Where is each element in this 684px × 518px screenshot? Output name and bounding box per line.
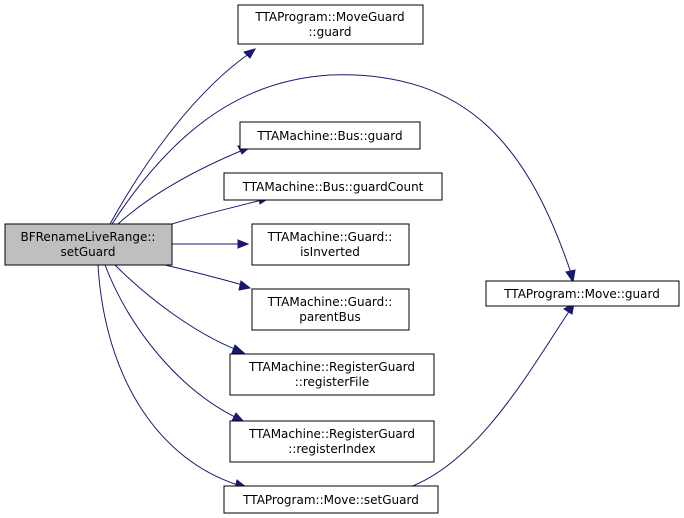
edge-to-guard-parentbus	[164, 264, 252, 291]
node-movegaurd-guard[interactable]: TTAProgram::MoveGuard ::guard	[237, 4, 424, 45]
node-label-line1: TTAMachine::Guard::	[267, 295, 393, 309]
node-label: TTAProgram::Move::guard	[503, 287, 660, 301]
edge-to-move-guard	[111, 74, 576, 284]
node-label-line2: ::registerIndex	[288, 442, 375, 456]
node-label-line1: TTAProgram::MoveGuard	[254, 10, 404, 24]
node-label-line1: BFRenameLiveRange::	[21, 230, 156, 244]
node-bus-guardcount[interactable]: TTAMachine::Bus::guardCount	[223, 172, 443, 201]
node-label-line1: TTAMachine::RegisterGuard	[248, 360, 415, 374]
node-rg-registerfile[interactable]: TTAMachine::RegisterGuard ::registerFile	[229, 353, 435, 396]
node-label-line2: ::registerFile	[295, 375, 369, 389]
node-root-setguard[interactable]: BFRenameLiveRange:: setGuard	[4, 223, 173, 266]
node-rg-registerindex[interactable]: TTAMachine::RegisterGuard ::registerInde…	[229, 420, 435, 463]
node-label-line2: parentBus	[299, 310, 360, 324]
node-move-setguard[interactable]: TTAProgram::Move::setGuard	[223, 485, 439, 514]
node-label-line1: TTAMachine::RegisterGuard	[248, 427, 415, 441]
edge-setguard-to-move-guard	[409, 302, 575, 488]
node-label-line2: isInverted	[300, 245, 360, 259]
node-label-line1: TTAMachine::Guard::	[267, 230, 393, 244]
node-guard-parentbus[interactable]: TTAMachine::Guard:: parentBus	[251, 288, 410, 331]
node-label: TTAMachine::Bus::guardCount	[242, 180, 424, 194]
edge-to-movegaurd-guard	[109, 48, 257, 225]
node-move-guard[interactable]: TTAProgram::Move::guard	[485, 280, 680, 307]
node-label: TTAProgram::Move::setGuard	[242, 493, 419, 507]
edge-to-guard-isinverted	[172, 239, 250, 249]
node-bus-guard[interactable]: TTAMachine::Bus::guard	[239, 121, 421, 150]
node-guard-isinverted[interactable]: TTAMachine::Guard:: TTAMachine::Guard:: …	[251, 223, 410, 266]
node-label-line2: setGuard	[61, 245, 116, 259]
node-label-line2: ::guard	[308, 25, 351, 39]
edge-to-rg-registerfile	[114, 264, 246, 354]
node-label: TTAMachine::Bus::guard	[256, 129, 402, 143]
